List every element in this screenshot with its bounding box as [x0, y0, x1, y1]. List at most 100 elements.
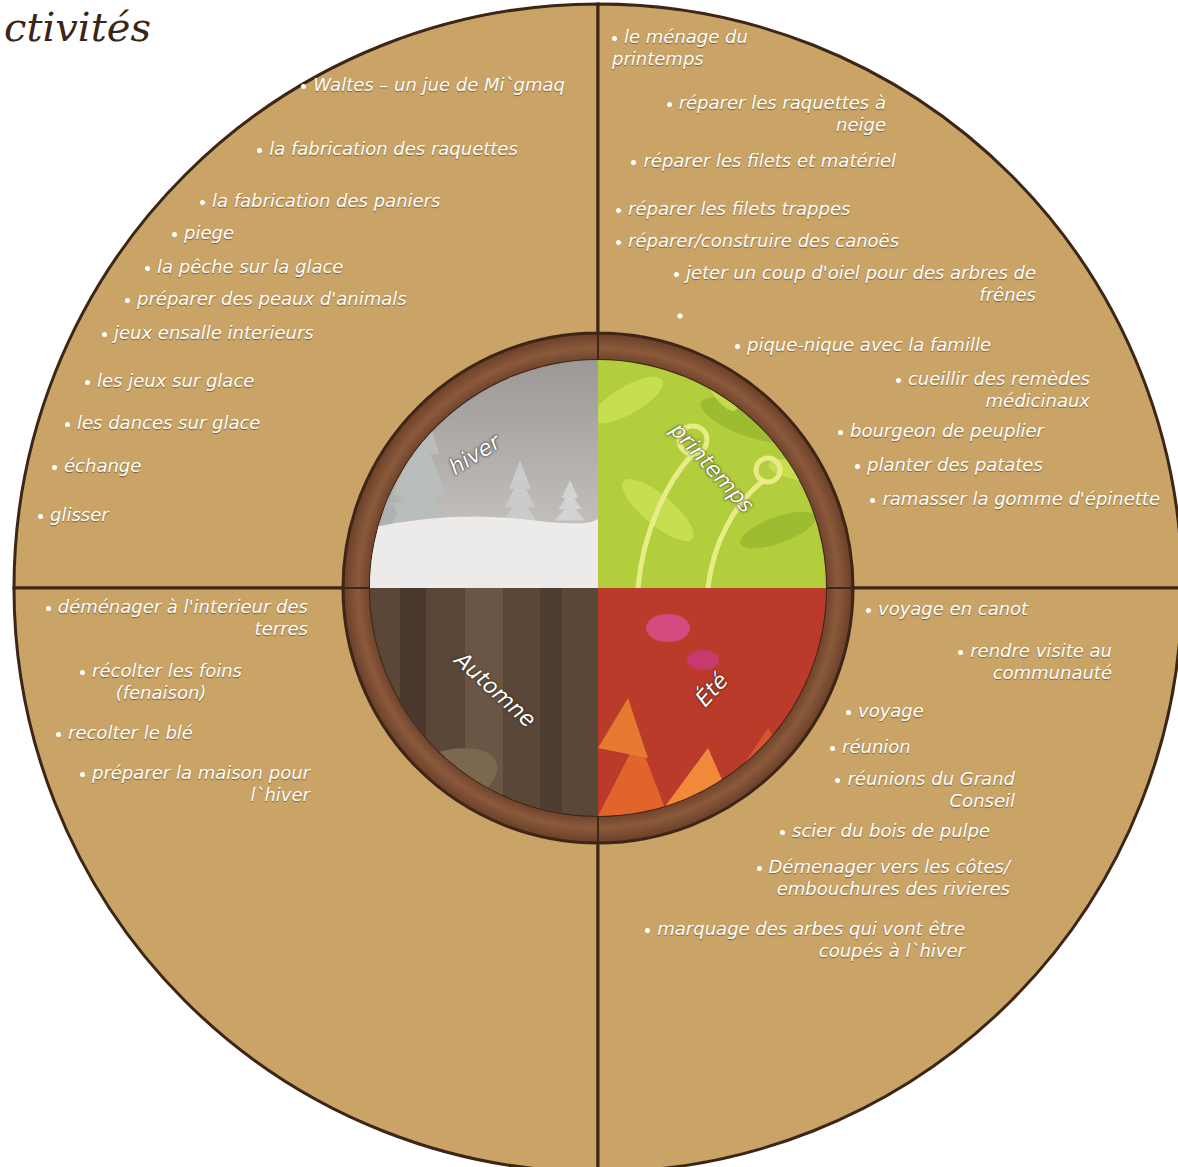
activity-text: glisser [50, 504, 109, 525]
activity-text: scier du bois de pulpe [792, 820, 990, 841]
activity-item: scier du bois de pulpe [780, 820, 1080, 842]
activity-item: bourgeon de peuplier [838, 420, 1158, 442]
bullet-dot [958, 650, 963, 655]
bullet-dot [667, 102, 672, 107]
activity-text: préparer la maison pour l`hiver [92, 762, 310, 805]
activity-item: réparer/construire des canoës [616, 230, 996, 252]
bullet-dot [65, 422, 70, 427]
activity-text: réunions du Grand Conseil [847, 768, 1015, 811]
bullet-dot [855, 464, 860, 469]
activity-text: planter des patates [867, 454, 1043, 475]
activity-text: réunion [842, 736, 911, 757]
activity-item: pique-nique avec la famille [735, 334, 1095, 356]
activity-item: échange [52, 455, 252, 477]
bullet-dot [172, 232, 177, 237]
leaf-shape [658, 748, 738, 816]
bullet-dot [866, 608, 871, 613]
leaf-shape [586, 368, 669, 432]
activity-text: cueillir des remèdes médicinaux [908, 368, 1090, 411]
tree-shape [370, 458, 401, 503]
activity-item: la fabrication des raquettes [255, 138, 520, 160]
sector-outline [14, 4, 598, 588]
bullet-dot [846, 710, 851, 715]
activity-item: piege [172, 222, 372, 244]
activity-text: jeter un coup d'oiel pour des arbres de … [686, 262, 1036, 305]
tree-shape [401, 388, 440, 454]
activity-text: déménager à l'interieur des terres [58, 596, 308, 639]
bullet-dot [616, 208, 621, 213]
tree-shape [374, 430, 396, 475]
bullet-dot [735, 344, 740, 349]
activity-item: préparer des peaux d'animals [125, 288, 525, 310]
bullet-dot [52, 465, 57, 470]
activity-text: récolter les foins (fenaison) [92, 660, 242, 703]
activity-item: les jeux sur glace [85, 370, 385, 392]
bullet-dot [757, 866, 762, 871]
season-sector: printemps [598, 360, 826, 588]
season-sector: hiver [370, 360, 598, 588]
bullet-dot [645, 928, 650, 933]
activity-text: échange [64, 455, 141, 476]
bullet-dot [145, 266, 150, 271]
activity-item: voyage [846, 700, 1046, 722]
activity-text: jeux ensalle interieurs [114, 322, 314, 343]
activity-text: réparer/construire des canoës [628, 230, 899, 251]
activity-item: la fabrication des paniers [200, 190, 570, 212]
activity-item: déménager à l'interieur des terres [18, 596, 308, 640]
activity-text: le ménage du printemps [612, 26, 748, 69]
page-title: ctivités [4, 4, 151, 50]
leaf-shape [598, 698, 648, 758]
activity-item: le ménage du printemps [612, 26, 762, 70]
activity-item: marquage des arbes qui vont être coupés … [625, 918, 965, 962]
fiddlehead [638, 454, 693, 588]
inner-ring [370, 360, 826, 816]
activity-item: ramasser la gomme d'épinette [860, 488, 1160, 510]
activity-text: réparer les filets trappes [628, 198, 850, 219]
bullet-dot [301, 84, 306, 89]
activity-text: bourgeon de peuplier [850, 420, 1044, 441]
bullet-dot [46, 606, 51, 611]
sector-outline [598, 588, 1178, 1167]
activity-text: la pêche sur la glace [157, 256, 343, 277]
bullet-dot [631, 160, 636, 165]
bullet-dot [85, 380, 90, 385]
flower-shape [687, 650, 719, 670]
activity-text: les jeux sur glace [97, 370, 254, 391]
bullet-dot [835, 778, 840, 783]
activity-item: réparer les filets et matériel [616, 150, 896, 172]
bullet-dot [257, 148, 262, 153]
activity-text: voyage en canot [878, 598, 1028, 619]
fiddlehead [756, 458, 780, 482]
outer-ring [343, 333, 853, 843]
activity-item: réunions du Grand Conseil [815, 768, 1015, 812]
activity-item: préparer la maison pour l`hiver [60, 762, 310, 806]
bullet-dot [896, 378, 901, 383]
bullet-dot [830, 746, 835, 751]
activity-text: marquage des arbes qui vont être coupés … [657, 918, 965, 961]
leaf-shape [696, 388, 801, 452]
tree-shape [555, 502, 585, 520]
activity-text: la fabrication des paniers [212, 190, 440, 211]
activity-text: Waltes – un jue de Mi`gmaq [313, 74, 565, 95]
activity-text: les dances sur glace [77, 412, 260, 433]
leaf-shape [690, 344, 746, 417]
activity-item: réunion [830, 736, 1030, 758]
activity-item: la pêche sur la glace [145, 256, 475, 278]
sector-shape [370, 360, 598, 588]
bullet-dot [616, 240, 621, 245]
bullet-dot [674, 272, 679, 277]
activity-sector: voyage en canotrendre visite au communau… [598, 588, 1178, 1167]
activity-item: réparer les filets trappes [616, 198, 976, 220]
flower-shape [646, 614, 690, 642]
bullet-dot [677, 313, 682, 318]
activity-item: réparer les raquettes à neige [616, 92, 886, 136]
activity-text: pique-nique avec la famille [747, 334, 991, 355]
bullet-dot [780, 830, 785, 835]
activity-item: récolter les foins (fenaison) [36, 660, 286, 704]
activity-item: recolter le blé [56, 722, 356, 744]
activity-text: recolter le blé [68, 722, 193, 743]
bullet-dot [870, 498, 875, 503]
tree-trunk [540, 588, 562, 816]
activity-text: réparer les raquettes à neige [679, 92, 886, 135]
activity-text: Démenager vers les côtes/ embouchures de… [769, 856, 1011, 899]
